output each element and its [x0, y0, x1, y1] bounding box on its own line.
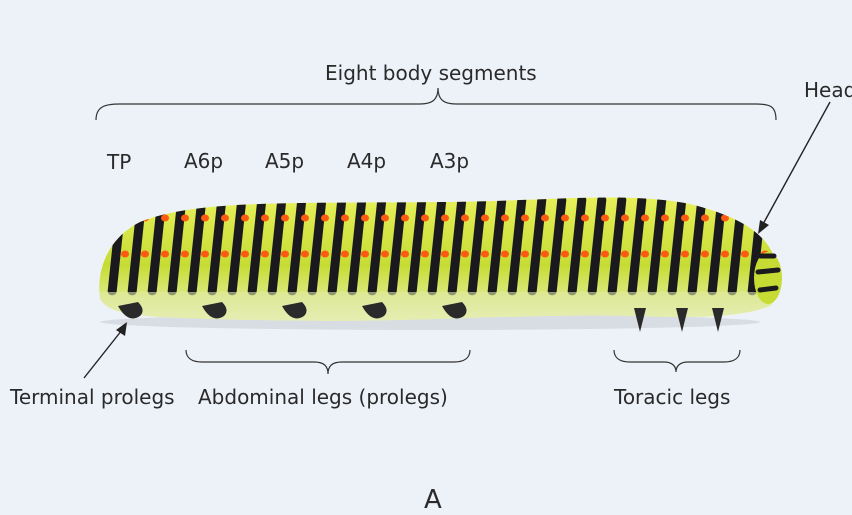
body-spot [481, 251, 489, 258]
body-spot [421, 251, 429, 258]
a6p-label: A6p [184, 151, 223, 171]
body-spot [621, 251, 629, 258]
body-spot [361, 251, 369, 258]
body-spot [561, 215, 569, 222]
body-spot [121, 215, 129, 222]
body-spot [241, 251, 249, 258]
body-spot [281, 215, 289, 222]
body-spot [301, 251, 309, 258]
a4p-label: A4p [347, 151, 386, 171]
body-spot [541, 215, 549, 222]
body-spot [401, 215, 409, 222]
body-spot [501, 251, 509, 258]
body-spot [441, 215, 449, 222]
body-spot [721, 215, 729, 222]
body-spot [641, 215, 649, 222]
caterpillar-head [754, 252, 782, 304]
head-arrow-tip [758, 220, 769, 234]
a5p-label: A5p [265, 151, 304, 171]
body-spot [461, 251, 469, 258]
thoracic-legs-label: Toracic legs [614, 387, 730, 407]
head-arrow-line [762, 102, 830, 226]
a3p-label: A3p [430, 151, 469, 171]
body-spot [681, 251, 689, 258]
abdominal-brace [186, 350, 470, 374]
body-spot [381, 251, 389, 258]
body-spot [481, 215, 489, 222]
body-spot [121, 251, 129, 258]
body-spot [661, 215, 669, 222]
body-spot [281, 251, 289, 258]
caterpillar-body [90, 195, 790, 322]
body-spot [241, 215, 249, 222]
body-spot [341, 251, 349, 258]
body-spot [641, 251, 649, 258]
body-spot [421, 215, 429, 222]
body-spot [721, 251, 729, 258]
body-spot [661, 251, 669, 258]
body-spot [441, 251, 449, 258]
tp-label: TP [107, 152, 131, 172]
body-spot [521, 215, 529, 222]
body-spot [261, 215, 269, 222]
body-spot [581, 251, 589, 258]
body-spot [461, 215, 469, 222]
body-spot [521, 251, 529, 258]
body-spot [201, 251, 209, 258]
body-spot [601, 215, 609, 222]
body-spot [681, 215, 689, 222]
body-spot [321, 215, 329, 222]
body-spot [341, 215, 349, 222]
body-spot [141, 251, 149, 258]
body-spot [181, 215, 189, 222]
body-spot [741, 251, 749, 258]
terminal-arrow-line [84, 330, 122, 378]
body-spot [381, 215, 389, 222]
body-spot [181, 251, 189, 258]
body-spot [321, 251, 329, 258]
terminal-prolegs-label: Terminal prolegs [10, 387, 175, 407]
body-spot [261, 251, 269, 258]
body-spot [701, 251, 709, 258]
thoracic-brace [614, 350, 740, 372]
body-spot [161, 215, 169, 222]
segments-brace [96, 88, 776, 120]
abdominal-legs-label: Abdominal legs (prolegs) [198, 387, 448, 407]
head-label: Head [804, 80, 852, 100]
body-spot [541, 251, 549, 258]
body-spot [501, 215, 509, 222]
body-spot [301, 215, 309, 222]
panel-letter: A [424, 487, 442, 513]
body-spot [401, 251, 409, 258]
body-spot [741, 215, 749, 222]
body-spot [161, 251, 169, 258]
body-spot [621, 215, 629, 222]
body-spot [361, 215, 369, 222]
body-spot [701, 215, 709, 222]
body-spot [581, 215, 589, 222]
body-spot [601, 251, 609, 258]
body-spot [201, 215, 209, 222]
body-spot [221, 251, 229, 258]
body-spot [221, 215, 229, 222]
body-spot [561, 251, 569, 258]
body-spot [141, 215, 149, 222]
segments-label: Eight body segments [325, 63, 537, 83]
